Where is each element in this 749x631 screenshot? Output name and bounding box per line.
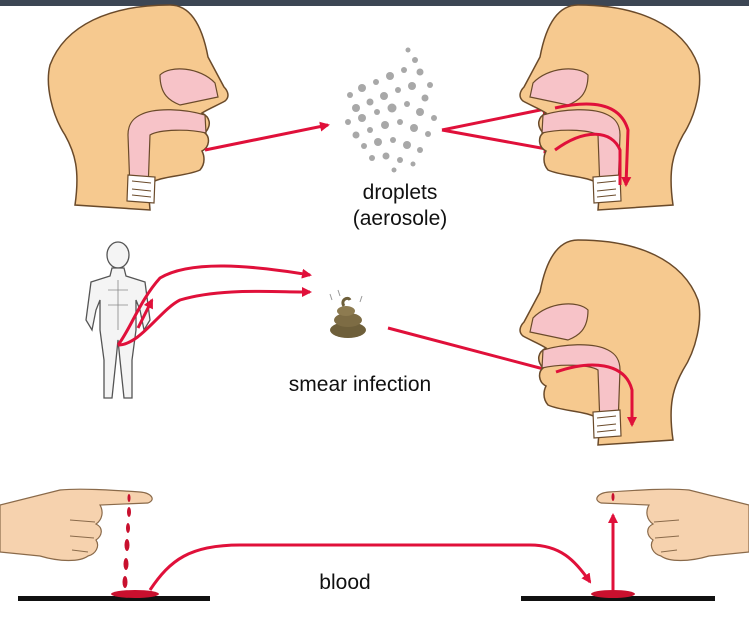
ground-left (18, 596, 210, 601)
aerosol-droplets-icon (345, 48, 437, 173)
arrow-to-right-head-upper (442, 108, 550, 130)
head-profile-icon (48, 5, 228, 210)
arrow-to-droplets (205, 125, 328, 150)
top-bar (0, 0, 749, 6)
smear-infection-label: smear infection (250, 372, 470, 398)
blood-label: blood (300, 570, 390, 596)
wound-right (612, 493, 615, 501)
arrow-to-right-head-lower (442, 130, 552, 150)
feces-icon (330, 290, 366, 338)
droplets-label-line1: droplets (330, 180, 470, 206)
head-profile-icon (520, 240, 700, 445)
blood-drips (123, 494, 132, 588)
droplets-label: droplets (aerosole) (330, 180, 470, 232)
blood-pool-right (591, 590, 635, 598)
hand-icon (597, 489, 749, 560)
blood-pool-left (111, 590, 159, 598)
droplets-label-line2: (aerosole) (330, 206, 470, 232)
